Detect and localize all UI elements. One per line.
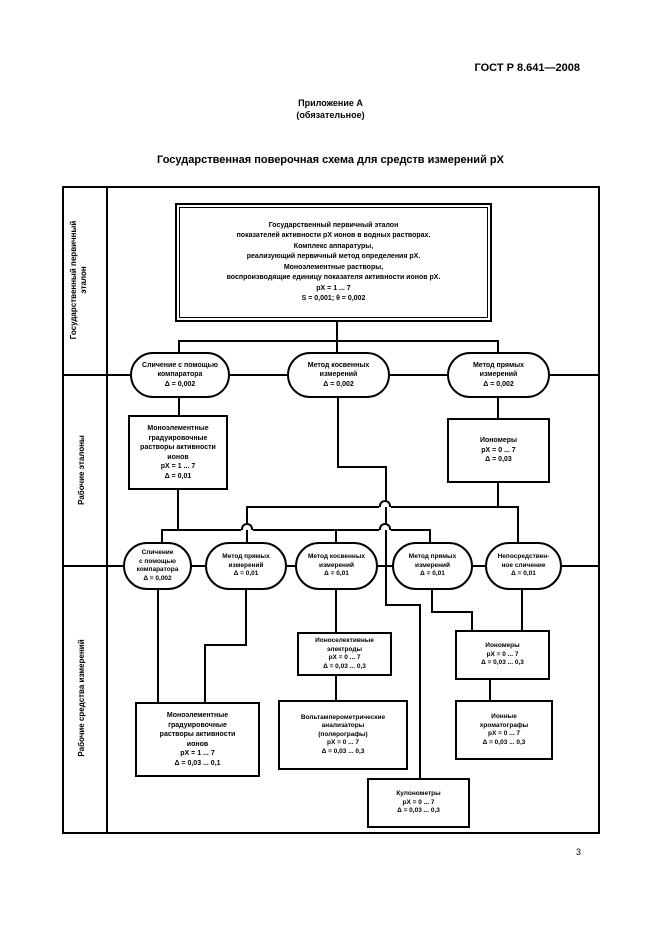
sidebar-label-working-standards: Рабочие эталоны (77, 435, 86, 505)
scheme-title: Государственная поверочная схема для сре… (157, 154, 504, 166)
instrument-box: Ионные хроматографы рХ = 0 ... 7 Δ = 0,0… (455, 700, 553, 760)
method-oval-text: Метод прямых измерений Δ = 0,002 (472, 361, 525, 388)
method-oval-text: Метод прямых измерений Δ = 0,01 (222, 553, 270, 578)
sidebar-label-primary-standard: Государственный первичный эталон (69, 220, 88, 340)
connector-line (429, 529, 431, 544)
method-oval: Метод прямых измерений Δ = 0,01 (392, 542, 473, 590)
method-oval-text: Непосредствен- ное сличение Δ = 0,01 (497, 553, 550, 578)
connector-line (489, 680, 491, 700)
connector-line (337, 398, 339, 468)
primary-standard-inner-border: Государственный первичный эталон показат… (179, 207, 488, 318)
instrument-box-text: Иономеры рХ = 0 ... 7 Δ = 0,03 ... 0,3 (481, 642, 524, 667)
connector-line (497, 398, 499, 418)
page-number: 3 (576, 847, 582, 857)
method-oval-text: Метод косвенных измерений Δ = 0,002 (307, 361, 370, 388)
line-jump-arc (241, 523, 253, 530)
connector-bus (391, 506, 519, 508)
connector-line (419, 604, 421, 780)
primary-standard-text: Государственный первичный эталон показат… (226, 221, 441, 303)
connector-line (177, 490, 179, 531)
method-oval: Непосредствен- ное сличение Δ = 0,01 (485, 542, 562, 590)
diagram-frame (62, 186, 600, 834)
document-number: ГОСТ Р 8.641—2008 (474, 62, 580, 74)
connector-bus (161, 529, 241, 531)
method-oval-text: Сличение с помощью компаратора Δ = 0,002 (142, 361, 218, 388)
connector-line (497, 483, 499, 508)
method-oval: Сличение с помощью компаратора Δ = 0,002 (123, 542, 192, 590)
method-oval: Метод косвенных измерений Δ = 0,002 (287, 352, 390, 398)
connector-line (335, 676, 337, 700)
instrument-box: Моноэлементные градуировочные растворы а… (135, 702, 260, 777)
instrument-box: Кулонометры рХ = 0 ... 7 Δ = 0,03 ... 0,… (367, 778, 470, 828)
connector-line (497, 340, 499, 352)
method-oval: Метод прямых измерений Δ = 0,002 (447, 352, 550, 398)
connector-bus (246, 506, 379, 508)
method-oval: Сличение с помощью компаратора Δ = 0,002 (130, 352, 230, 398)
connector-bus (391, 529, 431, 531)
connector-line (335, 529, 337, 544)
connector-line (385, 604, 421, 606)
connector-line (178, 398, 180, 415)
sidebar-label-working-instruments: Рабочие средства измерений (77, 639, 86, 757)
instrument-box: Ионоселективные электроды рХ = 0 ... 7 Δ… (297, 632, 392, 676)
instrument-box: Иономеры рХ = 0 ... 7 Δ = 0,03 ... 0,3 (455, 630, 550, 680)
connector-line (204, 644, 206, 702)
connector-line (178, 340, 180, 352)
method-oval-text: Метод косвенных измерений Δ = 0,01 (307, 553, 366, 578)
instrument-box-text: Ионные хроматографы рХ = 0 ... 7 Δ = 0,0… (479, 713, 529, 746)
working-standard-text: Моноэлементные градуировочные растворы а… (140, 425, 216, 480)
instrument-box-text: Моноэлементные градуировочные растворы а… (159, 712, 236, 767)
connector-line (204, 644, 247, 646)
connector-line (336, 322, 338, 352)
working-standard-box: Моноэлементные градуировочные растворы а… (128, 415, 228, 490)
connector-line (178, 340, 499, 342)
connector-line (335, 588, 337, 632)
line-jump-arc (379, 523, 391, 530)
connector-line (245, 588, 247, 646)
connector-line (471, 611, 473, 630)
connector-line (517, 506, 519, 544)
annex-heading: Приложение А (обязательное) (296, 98, 365, 120)
method-oval: Метод косвенных измерений Δ = 0,01 (295, 542, 378, 590)
instrument-box-text: Вольтамперометрические анализаторы (поля… (300, 713, 386, 755)
connector-line (521, 588, 523, 630)
instrument-box: Вольтамперометрические анализаторы (поля… (278, 700, 408, 770)
sidebar-divider-line (106, 186, 108, 832)
line-jump-arc (379, 500, 391, 507)
connector-line (157, 588, 159, 702)
connector-line (431, 588, 433, 613)
primary-standard-box: Государственный первичный эталон показат… (175, 203, 492, 322)
working-standard-text: Иономеры рХ = 0 ... 7 Δ = 0,03 (479, 437, 518, 464)
working-standard-box: Иономеры рХ = 0 ... 7 Δ = 0,03 (447, 418, 550, 483)
method-oval-text: Метод прямых измерений Δ = 0,01 (408, 553, 457, 578)
connector-line (337, 466, 387, 468)
connector-bus (253, 529, 379, 531)
method-oval-text: Сличение с помощью компаратора Δ = 0,002 (136, 549, 179, 582)
instrument-box-text: Кулонометры рХ = 0 ... 7 Δ = 0,03 ... 0,… (396, 790, 441, 815)
connector-line (385, 466, 387, 606)
connector-line (161, 529, 163, 544)
connector-line (431, 611, 473, 613)
instrument-box-text: Ионоселективные электроды рХ = 0 ... 7 Δ… (315, 637, 374, 670)
method-oval: Метод прямых измерений Δ = 0,01 (205, 542, 287, 590)
